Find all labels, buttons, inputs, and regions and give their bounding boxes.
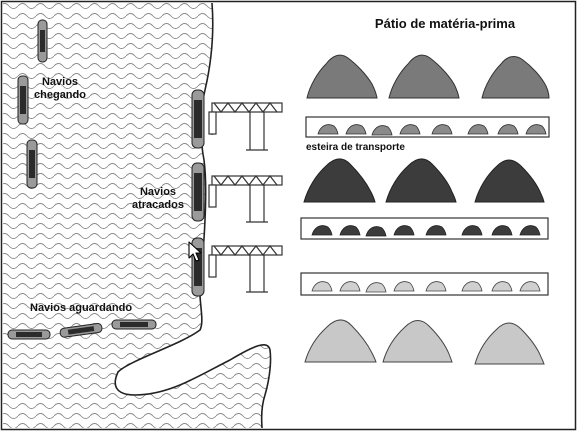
conveyor-1	[305, 116, 550, 138]
ship-docked-1	[191, 89, 205, 149]
pile-row-2	[303, 158, 545, 203]
crane-2	[208, 175, 283, 223]
conveyor-2	[300, 217, 549, 240]
ship-waiting-3	[111, 319, 157, 330]
ship-docked-2	[191, 162, 205, 222]
crane-3	[208, 245, 283, 293]
mouse-pointer-icon	[188, 241, 202, 262]
pile-row-3	[304, 319, 545, 365]
ship-waiting-1	[7, 329, 51, 340]
conveyor-3	[300, 272, 549, 296]
ships-docked-label: Navios atracados	[132, 186, 184, 211]
conveyor-label: esteira de transporte	[306, 142, 405, 153]
raw-material-yard-title: Pátio de matéria-prima	[374, 16, 516, 31]
ship-waiting-2	[59, 322, 103, 338]
pile-row-1	[306, 54, 550, 99]
ship-arriving-2	[17, 75, 29, 125]
ship-arriving-3	[26, 139, 38, 189]
ships-waiting-label: Navios aguardando	[30, 302, 133, 314]
ships-arriving-label: Navios chegando	[34, 76, 86, 101]
crane-1	[208, 102, 283, 151]
ship-arriving-1	[37, 19, 48, 63]
